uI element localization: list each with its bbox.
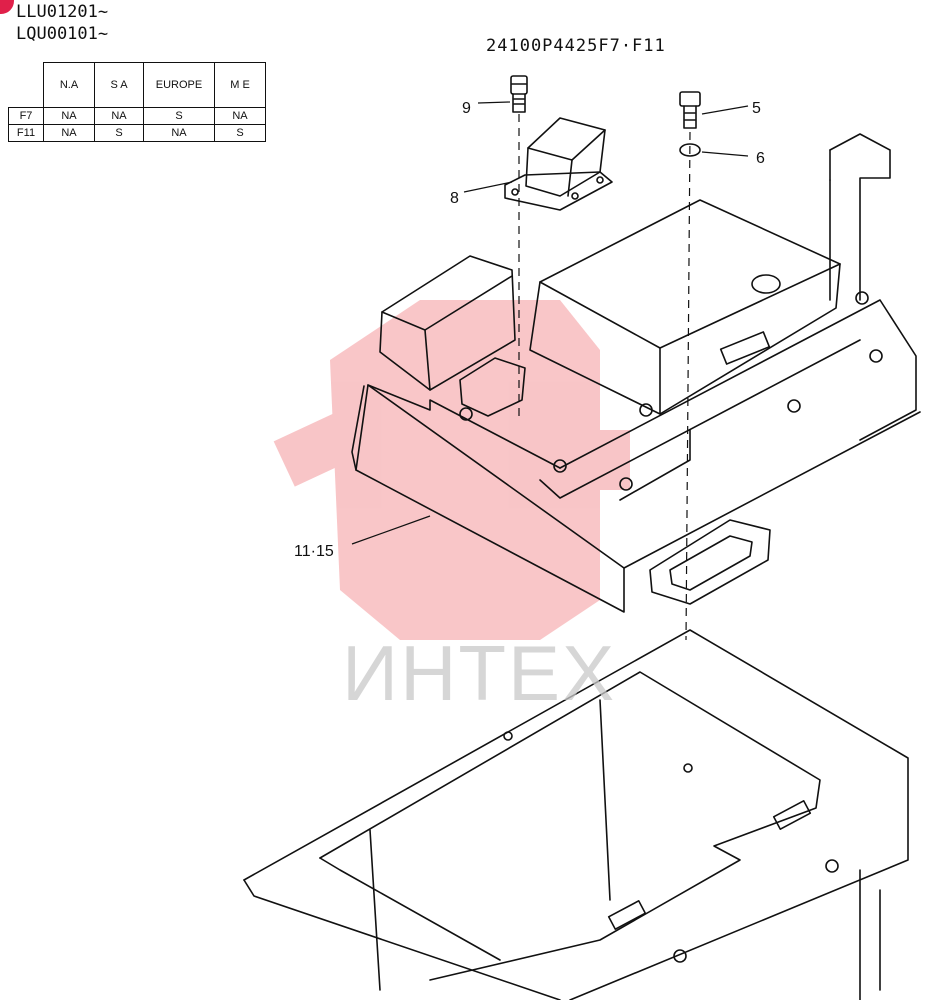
row-label: F11 xyxy=(8,124,44,142)
row-label: F7 xyxy=(8,107,44,125)
relay-small xyxy=(459,357,526,417)
leader-8 xyxy=(463,181,513,193)
relay-8 xyxy=(504,117,613,211)
leader-9 xyxy=(477,101,511,104)
callout-9: 9 xyxy=(462,100,471,117)
callout-5: 5 xyxy=(752,100,761,117)
table-cell: S xyxy=(214,124,266,142)
watermark-emblem xyxy=(273,300,630,640)
table-header-cell: M E xyxy=(214,62,266,108)
table-row: F11 NA S NA S xyxy=(8,124,266,142)
watermark-text: ИНТЕХ xyxy=(342,629,617,717)
bolt-5 xyxy=(679,91,701,129)
serial-range-2: LQU00101~ xyxy=(16,24,109,44)
table-cell: NA xyxy=(143,124,215,142)
leader-6 xyxy=(701,151,749,157)
mounting-bracket xyxy=(351,133,921,613)
serial-range-1: LLU01201~ xyxy=(16,2,109,22)
callout-11-15: 11·15 xyxy=(294,543,334,560)
bolt-9 xyxy=(510,75,528,113)
callout-8: 8 xyxy=(450,190,459,207)
leader-5 xyxy=(701,105,749,115)
table-cell: NA xyxy=(43,124,95,142)
table-header-cell: N.A xyxy=(43,62,95,108)
control-unit xyxy=(529,199,841,415)
applicability-table: N.A S A EUROPE M E F7 NA NA S NA F11 NA … xyxy=(8,62,266,142)
connector-block xyxy=(379,255,516,391)
table-header-cell: S A xyxy=(94,62,144,108)
washer-6 xyxy=(679,143,701,157)
part-number: 24100P4425F7·F11 xyxy=(486,36,666,56)
bracket-bolts xyxy=(459,291,883,491)
leader-11-15 xyxy=(351,515,431,545)
table-header-cell: EUROPE xyxy=(143,62,215,108)
table-cell: NA xyxy=(94,107,144,125)
handle xyxy=(649,519,771,605)
floor-frame xyxy=(243,629,909,1000)
assembly-line-5 xyxy=(685,131,691,641)
callout-6: 6 xyxy=(756,150,765,167)
table-header-row: N.A S A EUROPE M E xyxy=(8,62,266,108)
